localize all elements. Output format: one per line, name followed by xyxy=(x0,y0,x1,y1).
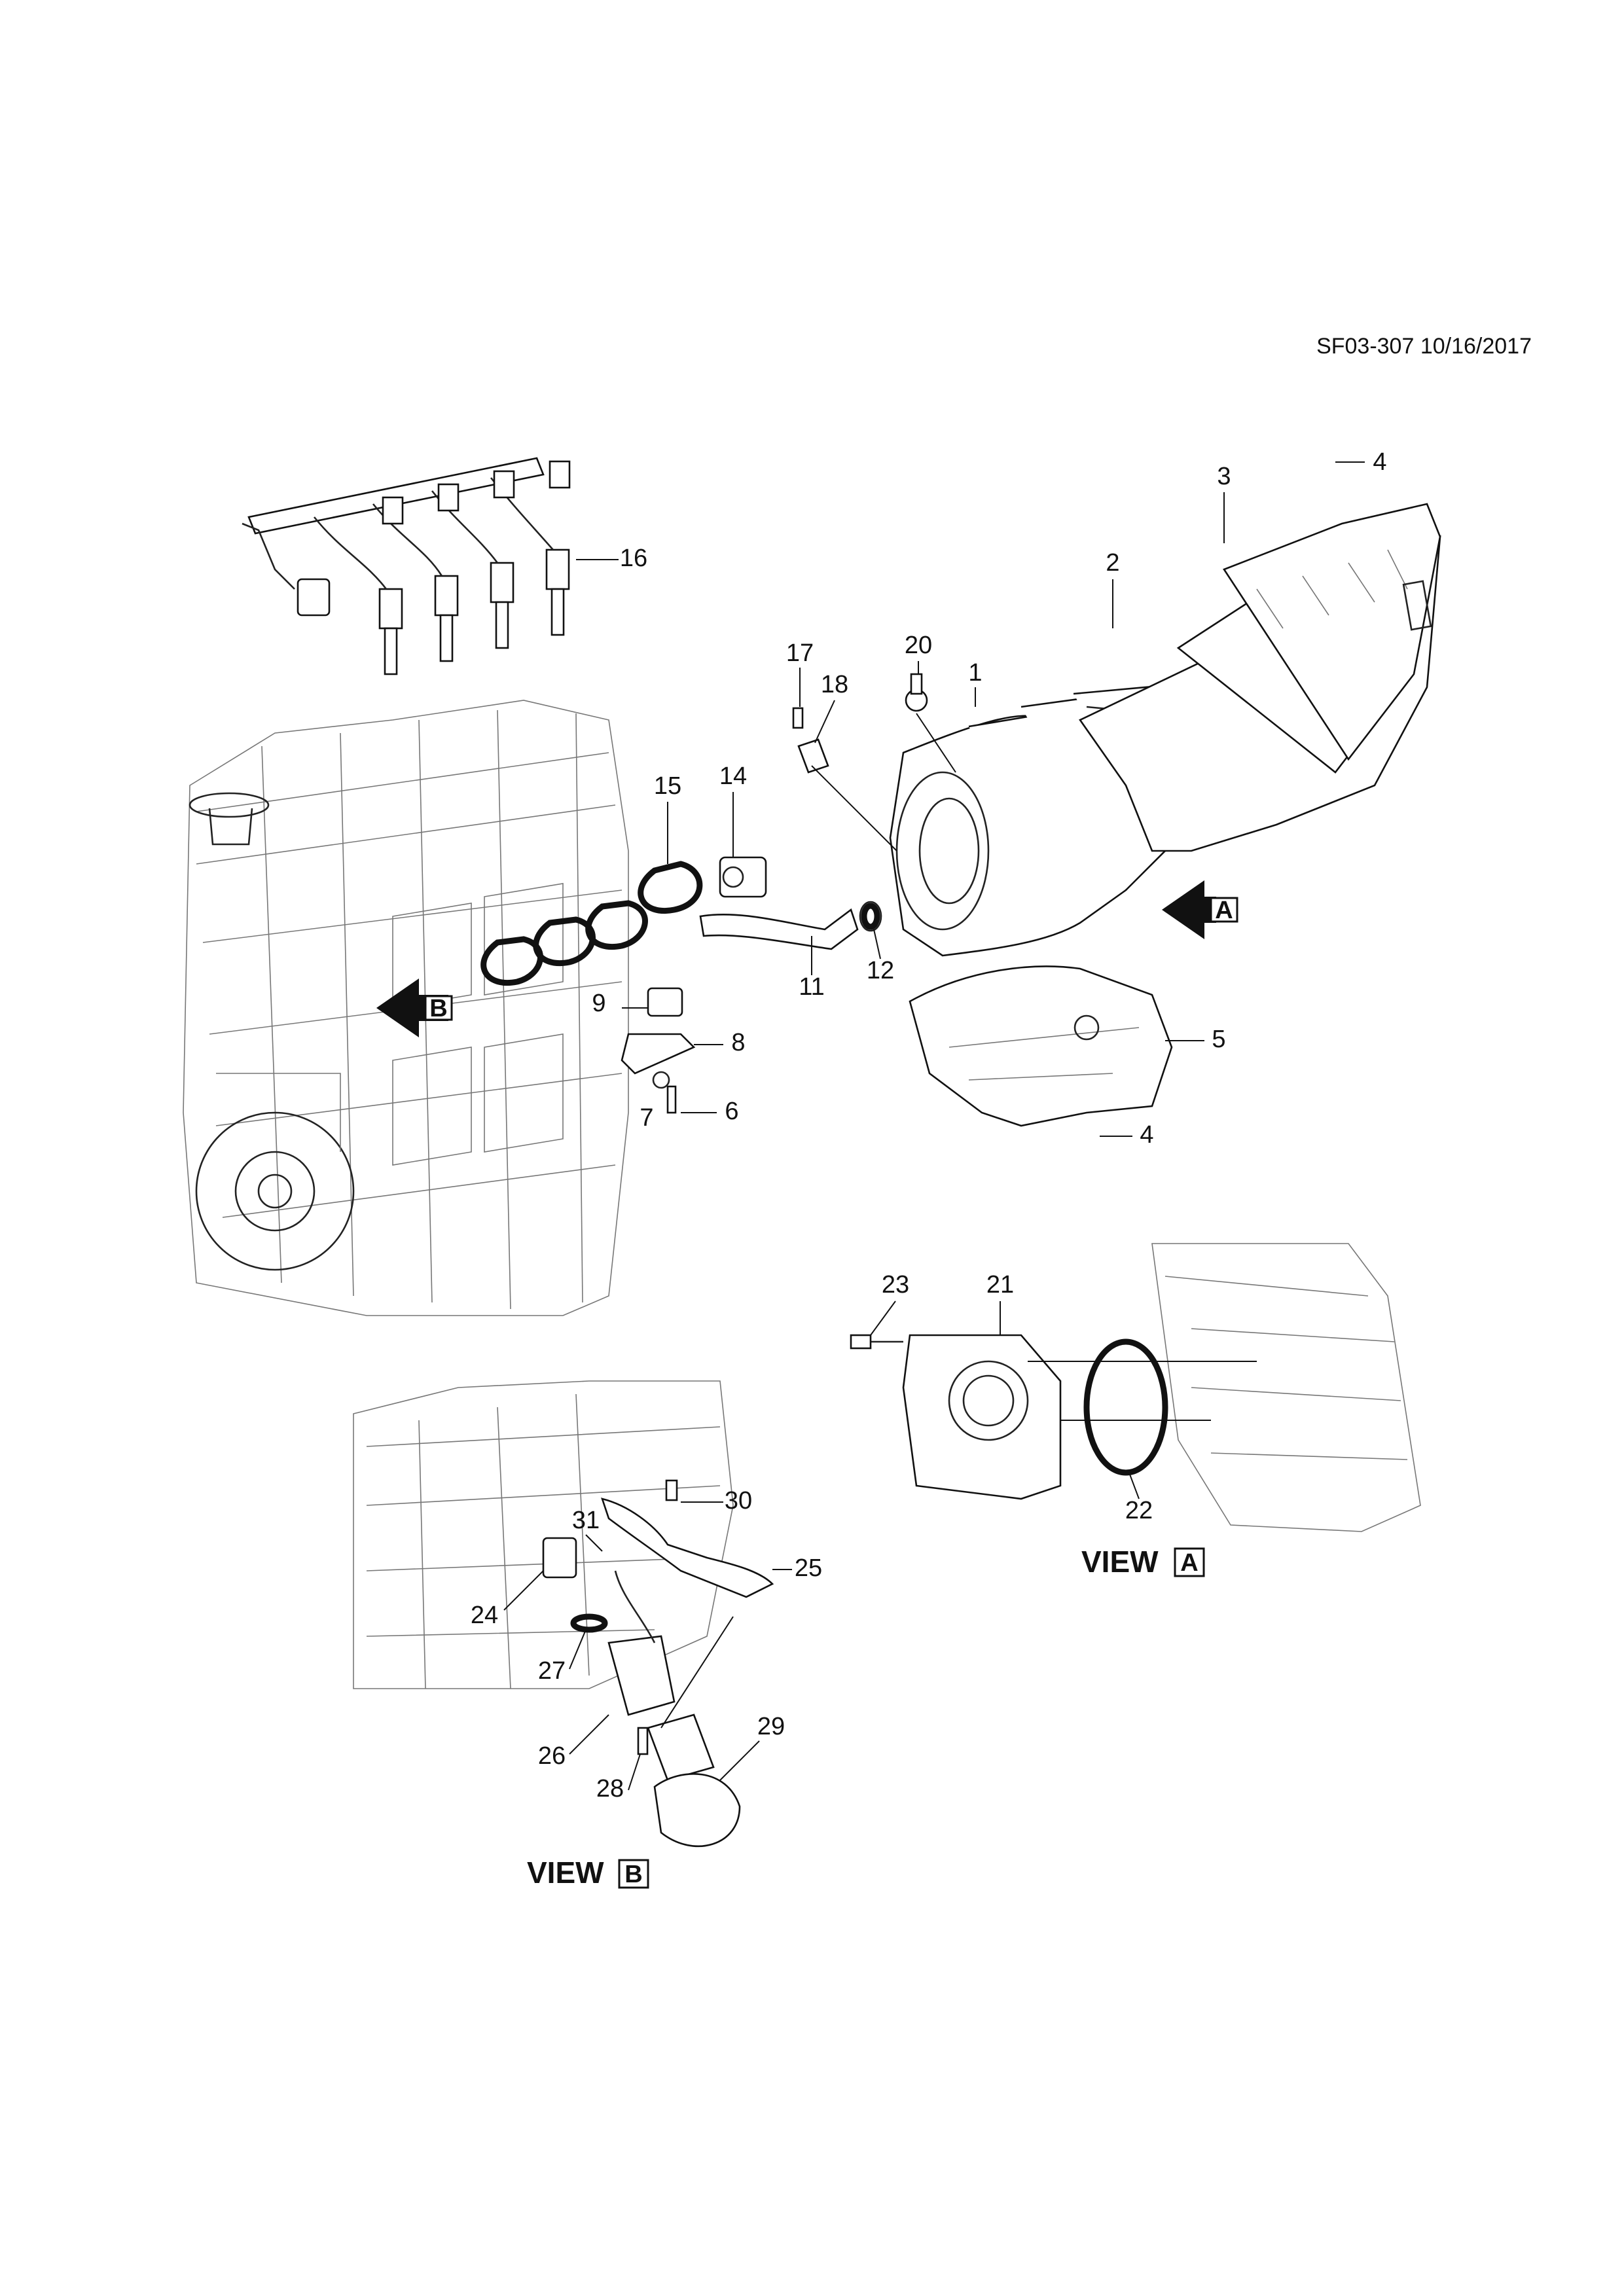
leader-lines xyxy=(503,461,1365,1791)
callout-22: 22 xyxy=(1125,1497,1153,1524)
callout-27: 27 xyxy=(538,1657,566,1685)
callout-3: 3 xyxy=(1217,463,1231,490)
callout-5: 5 xyxy=(1212,1026,1225,1053)
svg-text:A: A xyxy=(1180,1549,1198,1577)
lower-cover-drawing xyxy=(909,965,1173,1127)
engine-covers-drawing xyxy=(1079,503,1441,852)
throttle-body-drawing xyxy=(850,1243,1421,1532)
callout-29: 29 xyxy=(757,1713,785,1740)
callout-30: 30 xyxy=(725,1487,752,1515)
small-components-drawing xyxy=(699,673,956,950)
svg-text:B: B xyxy=(624,1861,642,1888)
svg-text:VIEW: VIEW xyxy=(1081,1545,1159,1579)
callout-31: 31 xyxy=(572,1507,600,1534)
callout-8: 8 xyxy=(731,1029,745,1056)
callout-28: 28 xyxy=(596,1775,624,1803)
intake-gaskets-drawing xyxy=(480,861,703,986)
engine-block-drawing xyxy=(183,700,629,1316)
callout-20: 20 xyxy=(905,632,932,659)
bracket-drawing xyxy=(621,987,696,1114)
callout-9: 9 xyxy=(592,990,605,1017)
intake-manifold-drawing xyxy=(889,679,1245,957)
callout-17: 17 xyxy=(786,639,814,667)
callout-4-top: 4 xyxy=(1373,448,1386,476)
callout-15: 15 xyxy=(654,772,681,800)
callout-21: 21 xyxy=(986,1271,1014,1299)
view-b-arrow-icon: B xyxy=(376,978,453,1037)
view-a-title: VIEW A xyxy=(1081,1545,1205,1579)
callout-25: 25 xyxy=(795,1554,822,1582)
callout-24: 24 xyxy=(471,1602,498,1629)
callout-16: 16 xyxy=(620,545,647,572)
callout-1: 1 xyxy=(968,659,982,687)
callout-labels: 1 2 3 4 4 5 6 7 8 9 11 12 14 15 16 17 18… xyxy=(471,448,1387,1803)
callout-6: 6 xyxy=(725,1098,738,1125)
callout-2: 2 xyxy=(1106,549,1119,577)
callout-14: 14 xyxy=(719,762,747,790)
callout-12: 12 xyxy=(867,957,894,984)
callout-4-bottom: 4 xyxy=(1140,1121,1153,1149)
svg-text:VIEW: VIEW xyxy=(527,1856,604,1890)
view-a-arrow-icon: A xyxy=(1162,880,1238,939)
callout-18: 18 xyxy=(821,671,848,698)
view-b-title: VIEW B xyxy=(527,1856,649,1890)
callout-7: 7 xyxy=(640,1104,653,1132)
callout-11: 11 xyxy=(799,973,824,1001)
svg-text:A: A xyxy=(1215,897,1233,924)
view-b-drawing xyxy=(353,1380,774,1848)
callout-23: 23 xyxy=(882,1271,909,1299)
svg-text:B: B xyxy=(429,995,447,1022)
document-id: SF03-307 10/16/2017 xyxy=(1316,334,1532,359)
fuel-rail-drawing xyxy=(242,457,571,675)
callout-26: 26 xyxy=(538,1742,566,1770)
